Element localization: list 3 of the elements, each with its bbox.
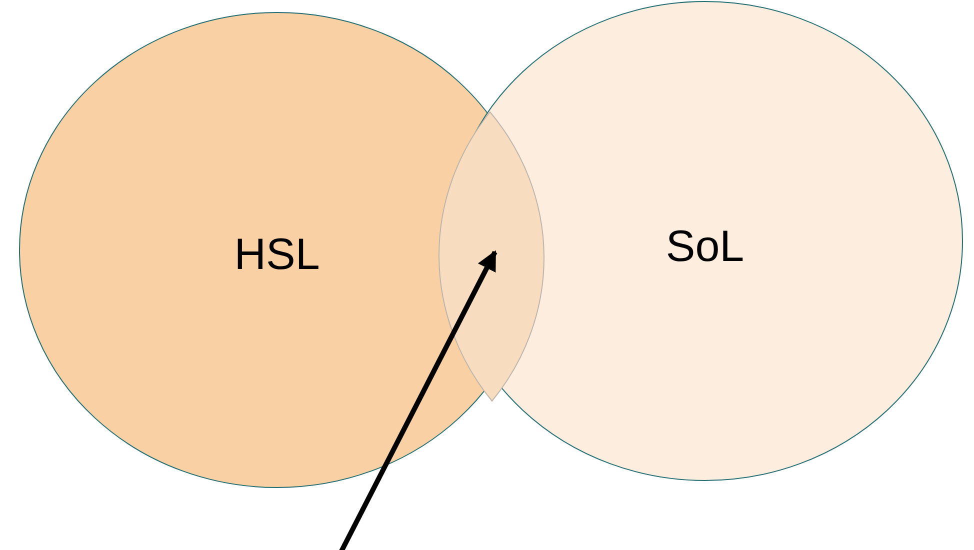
set-label: HSL <box>234 230 320 280</box>
arrow <box>338 250 498 550</box>
set-label: SoL <box>666 222 744 272</box>
